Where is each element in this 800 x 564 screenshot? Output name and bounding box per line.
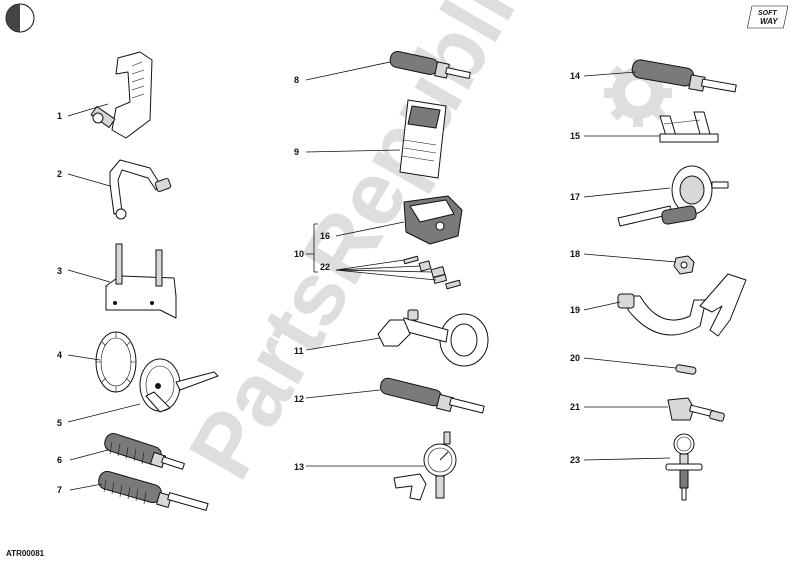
tool-19: [617, 273, 747, 337]
callout-21: 21: [570, 402, 580, 412]
tool-9: [399, 99, 447, 179]
tool-5: [139, 358, 219, 413]
semicircle-badge-icon: [5, 3, 35, 33]
callout-22: 22: [320, 262, 330, 272]
callout-6: 6: [57, 455, 62, 465]
callout-9: 9: [294, 147, 299, 157]
tool-21: [667, 397, 725, 422]
tool-14: [631, 59, 737, 93]
tool-23: [665, 433, 703, 501]
tool-7: [98, 470, 209, 511]
tool-18: [673, 255, 695, 275]
tool-16: [403, 195, 463, 245]
callout-15: 15: [570, 131, 580, 141]
tool-17: [617, 165, 729, 227]
tool-13: [393, 431, 457, 501]
tool-6: [104, 433, 185, 470]
callout-5: 5: [57, 418, 62, 428]
callout-7: 7: [57, 485, 62, 495]
callout-12: 12: [294, 394, 304, 404]
tool-8: [389, 50, 471, 79]
svg-text:SOFT: SOFT: [758, 10, 777, 17]
watermark: PartsRepublik: [171, 0, 672, 495]
callout-2: 2: [57, 169, 62, 179]
callout-3: 3: [57, 266, 62, 276]
tool-20: [675, 364, 697, 375]
callout-16: 16: [320, 231, 330, 241]
drawing-code: ATR00081: [6, 549, 45, 558]
callout-8: 8: [294, 75, 299, 85]
tool-15: [659, 111, 719, 143]
callout-17: 17: [570, 192, 580, 202]
callout-11: 11: [294, 346, 304, 356]
callout-19: 19: [570, 305, 580, 315]
callout-23: 23: [570, 455, 580, 465]
softway-logo: SOFT WAY: [746, 5, 789, 29]
tool-2: [109, 159, 172, 220]
tool-22: [403, 255, 462, 290]
callout-13: 13: [294, 462, 304, 472]
tool-12: [379, 377, 485, 414]
tool-11: [377, 309, 489, 367]
callout-1: 1: [57, 111, 62, 121]
callout-10: 10: [294, 249, 304, 259]
tool-3: [105, 243, 177, 319]
tool-1: [90, 51, 153, 139]
callout-14: 14: [570, 71, 580, 81]
watermark-text: PartsRepublik: [171, 0, 561, 495]
svg-text:WAY: WAY: [760, 17, 778, 26]
tool-4: [95, 331, 137, 393]
callout-18: 18: [570, 249, 580, 259]
callout-4: 4: [57, 350, 62, 360]
callout-20: 20: [570, 353, 580, 363]
